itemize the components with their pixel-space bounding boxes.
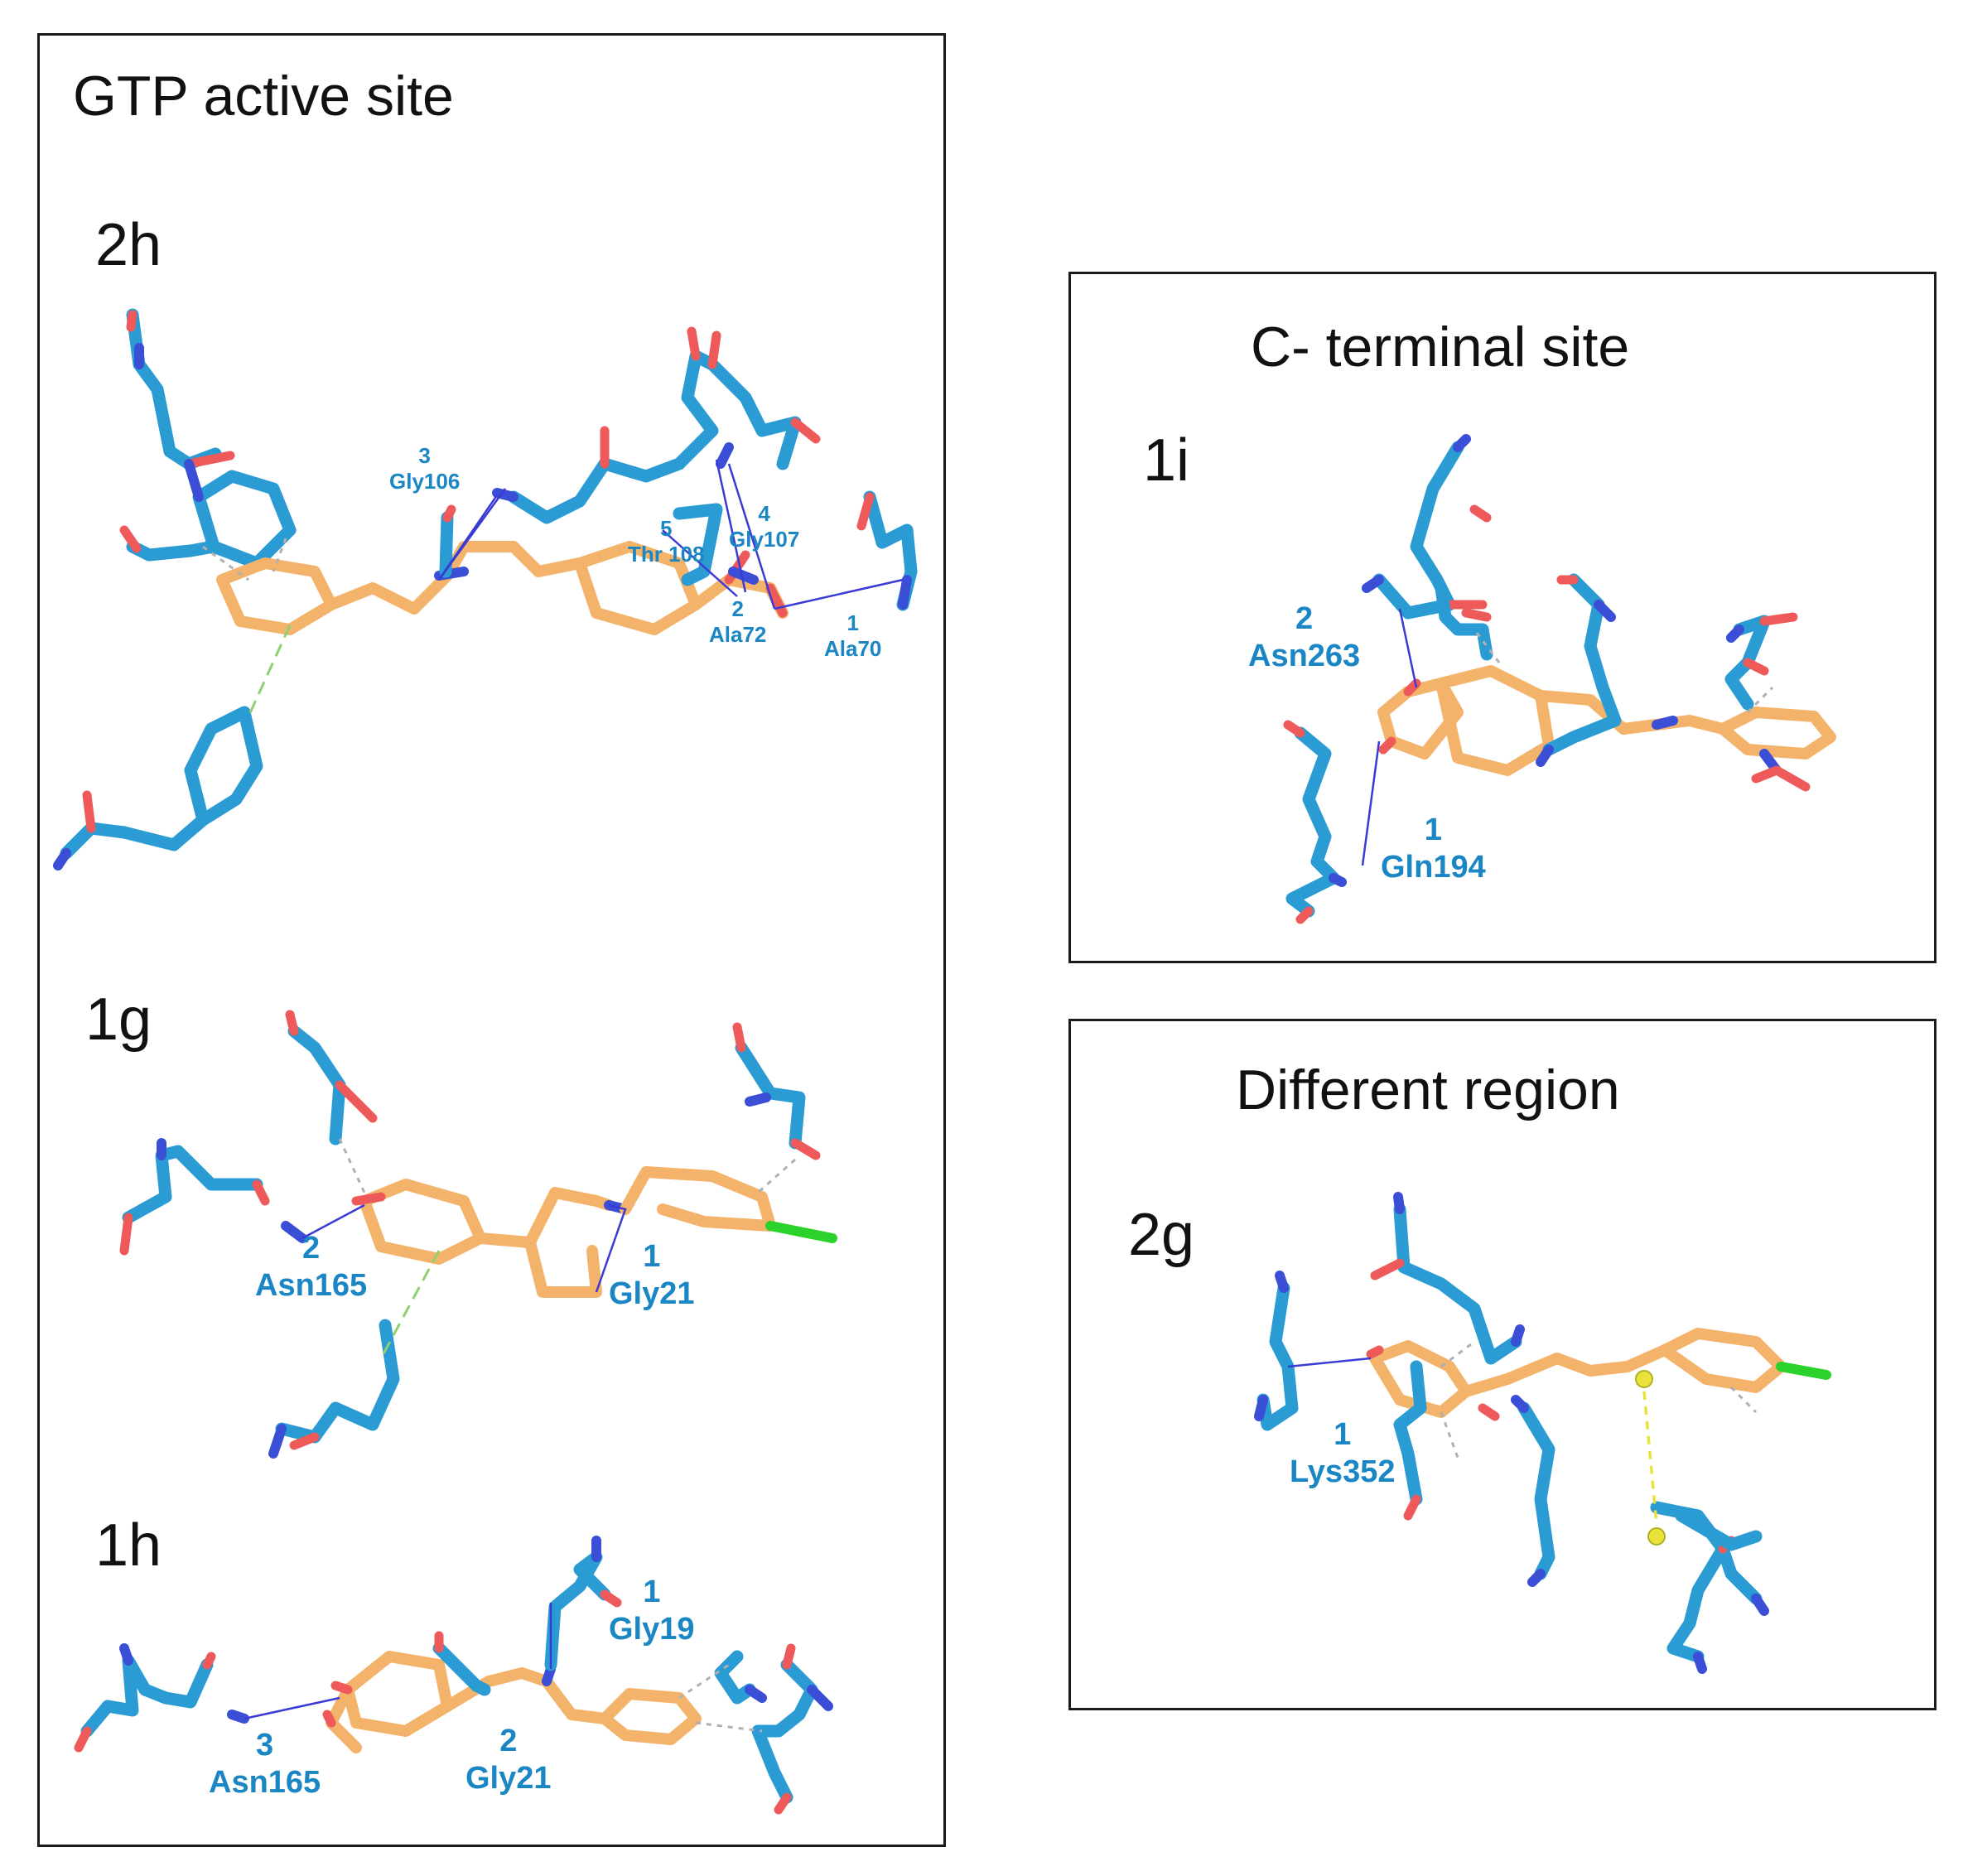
ligand-2g-ring-b [1659, 1328, 1787, 1393]
hbond-gln194 [1361, 740, 1381, 866]
complex-1i-structure [1283, 434, 1836, 924]
label-2h-ala72: 2 Ala72 [709, 596, 767, 647]
ligand-1i-ring-c [1717, 707, 1836, 760]
residue-1i-top [1372, 441, 1464, 620]
label-2h-thr108: 5 Thr 108 [628, 516, 705, 567]
complex-1g-label: 1g [85, 986, 152, 1053]
ligand-1h-ring-a [342, 1651, 453, 1737]
residue-1g-right [735, 1041, 806, 1150]
label-2h-gly106: 3 Gly106 [389, 443, 461, 494]
residue-asn165-1g [122, 1145, 263, 1224]
hbond-lys352 [1287, 1357, 1372, 1368]
label-2h-gly107: 4 Gly107 [729, 501, 800, 552]
residue-gly106 [507, 457, 686, 524]
ligand-1g-ring-c [620, 1166, 776, 1232]
pi-stack-2h [247, 625, 292, 717]
complex-1h-structure [74, 1536, 833, 1815]
residue-2h-right [673, 350, 802, 470]
tyrosine-ring-2h [184, 706, 263, 827]
label-1i-asn263: 2 Asn263 [1248, 601, 1361, 673]
label-2h-ala70: 1 Ala70 [824, 610, 882, 661]
sulfur-bond-2g [1642, 1391, 1658, 1525]
sulfur-atom-2g-b [1647, 1527, 1666, 1546]
complex-1g-structure [119, 1010, 837, 1459]
label-1i-gln194: 1 Gln194 [1381, 813, 1486, 885]
hbond-gly21-1g [595, 1203, 627, 1293]
chlorine-1g [765, 1221, 837, 1243]
residue-2h-a [126, 308, 222, 470]
sulfur-atom-2g [1635, 1370, 1653, 1388]
hbond-asn263 [1398, 608, 1418, 688]
label-1h-gly21: 2 Gly21 [465, 1724, 552, 1796]
residue-2g-top [1393, 1203, 1522, 1365]
label-1h-gly19: 1 Gly19 [609, 1575, 695, 1647]
label-1g-asn165: 2 Asn165 [255, 1231, 368, 1303]
hbond-2h-cluster [662, 459, 776, 610]
chlorine-2g [1776, 1362, 1831, 1380]
residue-2g-mid [1517, 1401, 1555, 1580]
complex-1i-label: 1i [1143, 427, 1190, 494]
complex-1h-label: 1h [95, 1512, 162, 1579]
hbond-ala70 [437, 488, 904, 610]
tyrosine-1g [275, 1319, 400, 1444]
label-1g-gly21: 1 Gly21 [609, 1239, 695, 1311]
residue-1h-right [751, 1658, 818, 1804]
label-2g-lys352: 1 Lys352 [1290, 1417, 1396, 1489]
complex-2h-structure [53, 308, 918, 870]
ligand-2h-chain [326, 541, 586, 615]
residue-gln194 [1285, 726, 1340, 918]
residue-asn165-1h [80, 1654, 214, 1738]
different-region-panel-title: Different region [1236, 1059, 1620, 1121]
complex-2h-label: 2h [95, 212, 162, 278]
c-terminal-panel-title: C- terminal site [1251, 316, 1630, 379]
hbond-asn165-1h [244, 1696, 340, 1720]
label-1h-asn165: 3 Asn165 [209, 1728, 321, 1800]
gtp-active-site-panel [37, 33, 946, 1847]
ligand-1h-ring-b [599, 1688, 702, 1745]
hbond-asn165-1g [301, 1203, 365, 1240]
gtp-panel-title: GTP active site [73, 65, 454, 128]
ligand-2g-chain [1460, 1344, 1671, 1397]
complex-2g-label: 2g [1128, 1202, 1195, 1268]
pi-stack-1g [379, 1250, 441, 1359]
ligand-1g-ring-b [524, 1237, 602, 1298]
residue-1g-top [287, 1025, 346, 1145]
residue-gly19 [544, 1550, 611, 1671]
residue-lys352 [1256, 1281, 1299, 1431]
complex-2g-structure [1254, 1192, 1831, 1674]
